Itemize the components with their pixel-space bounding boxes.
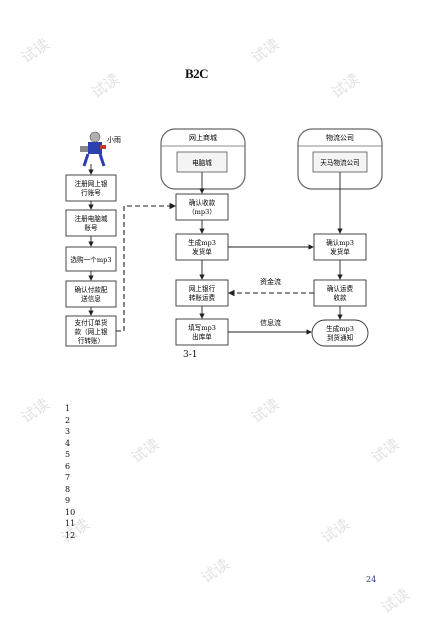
- step-bank-transfer: [175, 279, 229, 307]
- logistics-steps: 确认mp3 发货单 确认运费 收款 生成mp3 到货通知: [311, 233, 369, 347]
- svg-text:送信息: 送信息: [81, 294, 101, 303]
- svg-text:注册电脑城: 注册电脑城: [75, 214, 108, 223]
- svg-text:支付订单货: 支付订单货: [75, 318, 108, 327]
- svg-text:行转账）: 行转账）: [78, 336, 104, 345]
- lane-logistics-title: 物流公司: [326, 133, 354, 142]
- step-register-mall: [65, 209, 117, 237]
- step-arrival-notice: [311, 319, 369, 347]
- svg-text:电脑城: 电脑城: [192, 158, 212, 167]
- svg-text:（mp3）: （mp3）: [188, 208, 216, 216]
- svg-text:生成mp3: 生成mp3: [326, 324, 354, 333]
- mall-steps: 确认收款 （mp3） 生成mp3 发货单 网上银行 转账运费 填写mp3 出库单: [175, 193, 229, 346]
- label-info-flow: 信息流: [260, 318, 281, 327]
- svg-text:转账运费: 转账运费: [189, 293, 216, 302]
- lane-online-mall-title: 网上商城: [189, 133, 217, 142]
- page-title: B2C: [185, 66, 209, 81]
- customer-label: 小雨: [107, 135, 121, 144]
- svg-text:网上银行: 网上银行: [189, 284, 216, 293]
- label-money-flow: 资金流: [260, 277, 281, 286]
- svg-text:确认mp3: 确认mp3: [326, 238, 354, 247]
- flow-arrows: [199, 172, 343, 335]
- svg-text:账号: 账号: [84, 223, 98, 232]
- customer-steps: 注册网上银 行账号 注册电脑城 账号 选购一个mp3 确认付款配 送信息 支付订…: [65, 174, 117, 347]
- svg-text:发货单: 发货单: [330, 247, 350, 256]
- svg-text:填写mp3: 填写mp3: [188, 323, 216, 332]
- svg-text:出库单: 出库单: [192, 332, 212, 341]
- figure-label: 3-1: [183, 350, 198, 360]
- svg-text:注册网上银: 注册网上银: [75, 179, 108, 188]
- svg-text:行账号: 行账号: [81, 188, 101, 197]
- svg-text:确认运费: 确认运费: [327, 284, 354, 293]
- step-pay-order: [65, 315, 117, 347]
- step-confirm-receipt: [175, 193, 229, 221]
- customer-figure-icon: [80, 131, 106, 167]
- step-outbound-slip: [175, 318, 229, 346]
- svg-text:天马物流公司: 天马物流公司: [320, 158, 360, 167]
- svg-text:收款: 收款: [333, 293, 347, 302]
- svg-text:生成mp3: 生成mp3: [188, 238, 216, 247]
- svg-text:款（网上银: 款（网上银: [75, 327, 108, 336]
- step-register-bank: [65, 174, 117, 202]
- step-generate-invoice: [175, 233, 229, 261]
- step-confirm-invoice: [313, 233, 367, 261]
- svg-text:确认收款: 确认收款: [189, 198, 216, 207]
- svg-text:发货单: 发货单: [192, 247, 212, 256]
- svg-text:到货通知: 到货通知: [327, 333, 353, 342]
- svg-text:选购一个mp3: 选购一个mp3: [70, 255, 111, 264]
- svg-text:确认付款配: 确认付款配: [75, 285, 108, 294]
- step-confirm-payment: [65, 280, 117, 308]
- dashed-payment-link: [116, 202, 177, 332]
- step-confirm-freight: [313, 279, 367, 307]
- page-number: 24: [366, 575, 377, 584]
